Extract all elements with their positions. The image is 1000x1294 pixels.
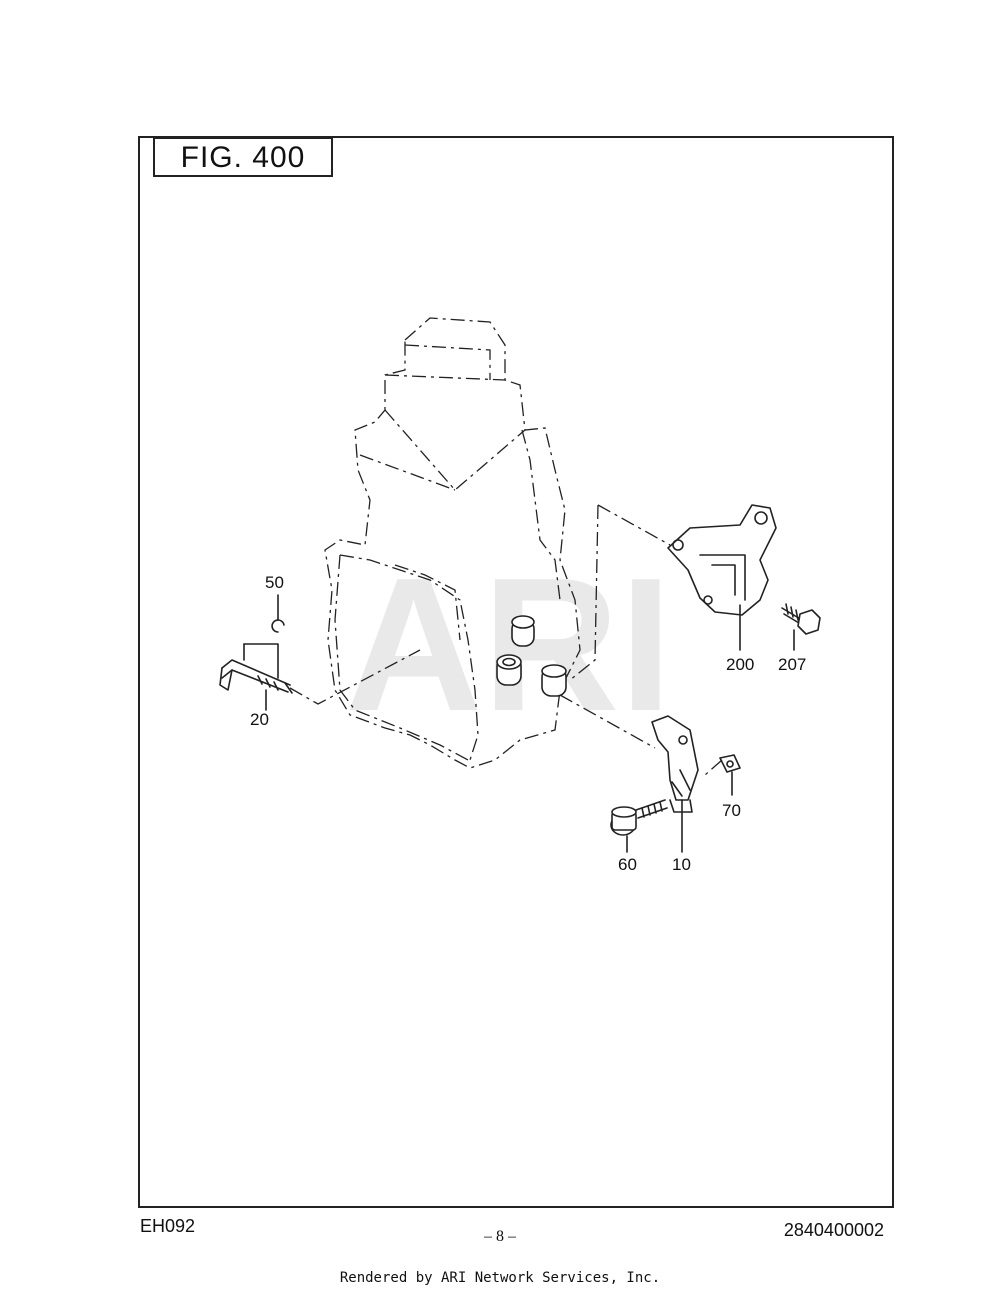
figure-frame bbox=[138, 136, 894, 1208]
clip-part-50 bbox=[271, 619, 285, 633]
footer-part-number: 2840400002 bbox=[783, 1220, 884, 1240]
bolt-part-60 bbox=[610, 799, 668, 836]
callout-10: 10 bbox=[672, 855, 691, 874]
callout-200: 200 bbox=[726, 655, 754, 674]
watermark-text: ARI bbox=[345, 539, 672, 751]
bracket-part-200 bbox=[667, 504, 777, 616]
leader-lines bbox=[243, 504, 795, 853]
callout-60: 60 bbox=[618, 855, 637, 874]
footer-model: EH092 bbox=[140, 1216, 196, 1236]
rod-part-20 bbox=[219, 659, 293, 694]
figure-title: FIG. 400 bbox=[180, 141, 306, 174]
footer-page-number: – 8 – bbox=[484, 1228, 516, 1245]
engine-block-outline bbox=[324, 317, 581, 769]
lever-part-10 bbox=[651, 715, 699, 813]
nut-part-70 bbox=[719, 754, 741, 773]
callout-70: 70 bbox=[722, 801, 741, 820]
callout-50: 50 bbox=[265, 573, 284, 592]
callout-20: 20 bbox=[250, 710, 269, 729]
rendered-by-text: Rendered by ARI Network Services, Inc. bbox=[339, 1270, 661, 1286]
callout-207: 207 bbox=[778, 655, 806, 674]
figure-label-box: FIG. 400 bbox=[153, 137, 333, 177]
bolt-part-207 bbox=[781, 603, 821, 635]
dowel-sleeves bbox=[496, 615, 567, 697]
